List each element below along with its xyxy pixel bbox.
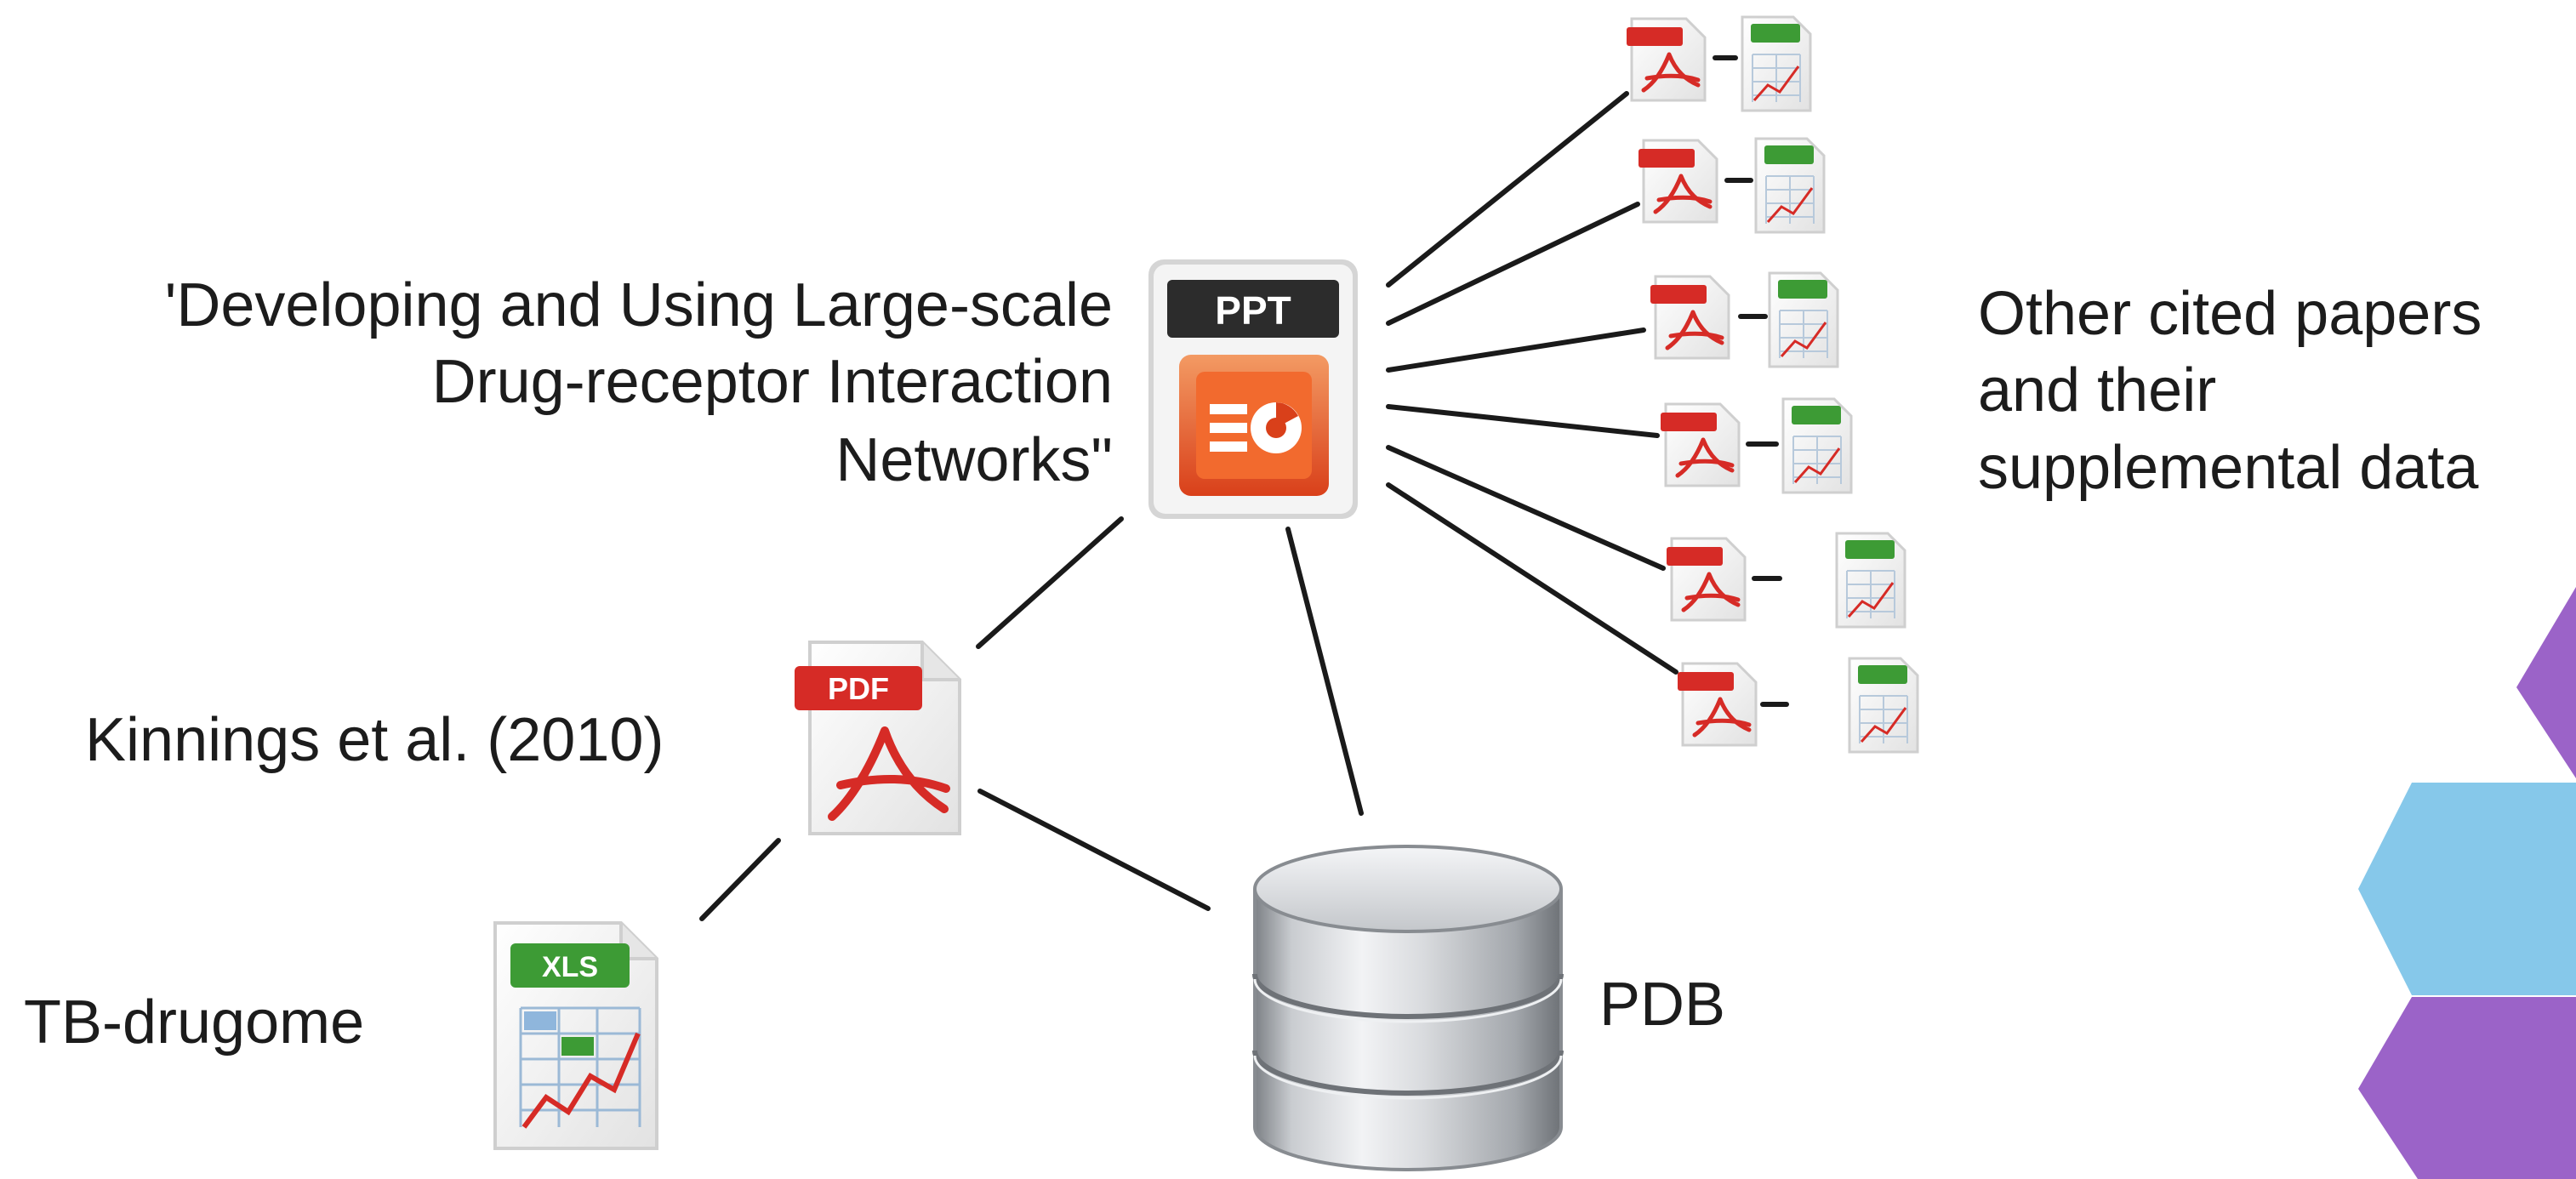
connector-ppt-paper-6 [1386,482,1678,675]
connector-kinnings-pdb [977,789,1211,911]
pdb-label: PDB [1599,971,1725,1039]
kinnings-label: Kinnings et al. (2010) [85,706,664,774]
database-icon [1252,845,1564,1171]
cited-paper-pair-6 [1678,657,1919,754]
connector-ppt-paper-4 [1386,404,1660,438]
cited-paper-pair-2 [1638,137,1826,234]
connector-kinnings-tbdrugome [699,838,781,921]
ppt-title-line-3: Networks" [835,426,1113,494]
pdf-file-icon: PDF [795,641,961,835]
excel-file-icon [1741,15,1812,112]
pdf-file-icon [1638,139,1718,224]
powerpoint-file-icon: PPT [1148,259,1358,519]
ppt-title-line-1: 'Developing and Using Large-scale [165,271,1113,339]
cited-paper-pair-1 [1627,15,1812,112]
decorative-hexagons [2358,587,2576,1179]
connector-lines [699,55,1789,921]
pdf-file-icon [1650,275,1730,360]
ppt-title-label: 'Developing and Using Large-scale Drug-r… [165,271,1113,494]
cited-paper-pair-3 [1650,271,1839,368]
excel-file-icon [1781,397,1853,494]
cited-paper-pair-5 [1667,532,1906,629]
other-cited-line-3: supplemental data [1978,434,2479,502]
connector-ppt-pdb [1285,527,1364,816]
other-cited-papers-label: Other cited papers and their supplementa… [1978,280,2482,502]
pdf-file-icon [1678,662,1758,747]
pdf-badge-text: PDF [828,671,889,706]
connector-ppt-paper-3 [1386,328,1646,373]
cited-paper-pair-4 [1661,397,1853,494]
excel-file-icon [1754,137,1826,234]
connector-ppt-paper-1 [1386,91,1629,288]
other-cited-line-2: and their [1978,356,2216,424]
other-cited-line-1: Other cited papers [1978,280,2482,348]
excel-file-icon [1768,271,1839,368]
connector-ppt-paper-2 [1386,202,1640,326]
excel-file-icon [1835,532,1906,629]
pdf-file-icon [1627,17,1707,102]
excel-file-icon: XLS [493,921,658,1150]
connector-ppt-kinnings [976,516,1124,649]
connector-ppt-paper-5 [1386,445,1666,571]
ppt-badge-text: PPT [1215,288,1291,333]
pdf-file-icon [1667,537,1747,622]
excel-file-icon [1848,657,1919,754]
hexagon-purple-top [2516,587,2576,778]
hexagon-purple-bottom [2358,997,2576,1179]
pdf-file-icon [1661,402,1741,487]
hexagon-blue [2358,783,2576,995]
xls-badge-text: XLS [542,951,598,983]
tb-drugome-label: TB-drugome [24,988,364,1057]
ppt-title-line-2: Drug-receptor Interaction [432,348,1113,416]
